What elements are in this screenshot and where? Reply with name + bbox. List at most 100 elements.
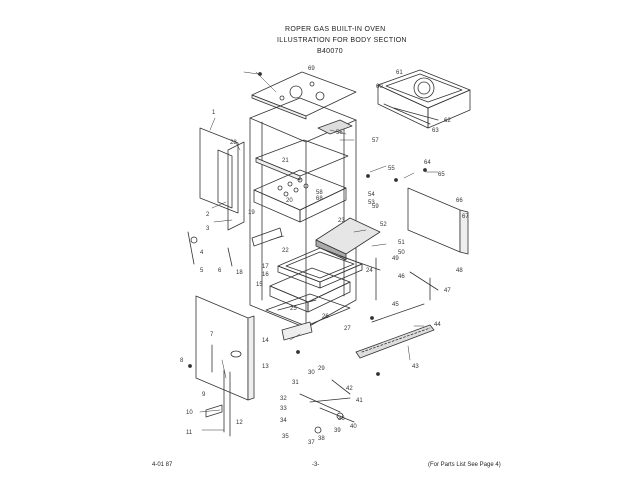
callout-57: 57 <box>372 138 379 144</box>
callout-37: 37 <box>308 440 315 446</box>
callout-13: 13 <box>262 364 269 370</box>
callout-27: 27 <box>344 326 351 332</box>
callout-53: 53 <box>368 200 375 206</box>
title-line-1: ROPER GAS BUILT-IN OVEN <box>285 26 386 33</box>
callout-3: 3 <box>206 226 210 232</box>
diagram-title: ROPER GAS BUILT-IN OVEN ILLUSTRATION FOR… <box>255 24 455 57</box>
callout-15: 15 <box>256 282 263 288</box>
oven-frame <box>249 97 357 329</box>
callout-8: 8 <box>180 358 184 364</box>
callout-65: 65 <box>438 172 445 178</box>
front-trim-rail <box>355 324 435 359</box>
callout-12: 12 <box>236 420 243 426</box>
lower-strip <box>251 227 283 247</box>
callout-40: 40 <box>350 424 357 430</box>
callout-30: 30 <box>308 370 315 376</box>
callout-26: 26 <box>322 314 329 320</box>
model-number: B40070 <box>317 48 343 55</box>
callout-29: 29 <box>318 366 325 372</box>
callout-48: 48 <box>456 268 463 274</box>
callout-64: 64 <box>424 160 431 166</box>
callout-34: 34 <box>280 418 287 424</box>
callout-33: 33 <box>280 406 287 412</box>
callout-18: 18 <box>236 270 243 276</box>
rail-bracket <box>281 321 313 341</box>
callout-68: 68 <box>316 196 323 202</box>
callout-63: 63 <box>432 128 439 134</box>
callout-16: 16 <box>262 272 269 278</box>
callout-47: 47 <box>444 288 451 294</box>
callout-59: 59 <box>372 204 379 210</box>
callout-56: 56 <box>336 130 343 136</box>
callout-55: 55 <box>388 166 395 172</box>
callout-50: 50 <box>398 250 405 256</box>
burner-box <box>253 169 347 223</box>
bottom-rail-frame <box>265 293 351 327</box>
left-frame-piece <box>227 141 245 231</box>
callout-51: 51 <box>398 240 405 246</box>
callout-22: 22 <box>282 248 289 254</box>
callout-67: 67 <box>462 214 469 220</box>
screw <box>227 247 233 267</box>
callout-31: 31 <box>292 380 299 386</box>
broiler-pan <box>269 267 351 313</box>
callout-60: 60 <box>376 84 383 90</box>
callout-35: 35 <box>282 434 289 440</box>
left-side-panel <box>199 127 239 214</box>
callout-24: 24 <box>366 268 373 274</box>
callout-19: 19 <box>248 210 255 216</box>
igniter <box>187 231 198 265</box>
callout-5: 5 <box>200 268 204 274</box>
callout-1: 1 <box>212 110 216 116</box>
callout-66: 66 <box>456 198 463 204</box>
valve-assembly <box>299 379 355 434</box>
vertical-bracket <box>205 369 231 437</box>
front-panel <box>195 295 255 401</box>
rod <box>409 271 439 301</box>
top-inner-panel <box>255 139 349 181</box>
top-panel <box>251 71 357 120</box>
callout-62: 62 <box>444 118 451 124</box>
callout-2: 2 <box>206 212 210 218</box>
callout-21: 21 <box>282 158 289 164</box>
callout-41: 41 <box>356 398 363 404</box>
callout-25: 25 <box>290 306 297 312</box>
right-side-panel <box>407 187 469 255</box>
callout-58: 58 <box>316 190 323 196</box>
callout-52: 52 <box>380 222 387 228</box>
callout-11: 11 <box>186 430 193 436</box>
leader-lines <box>199 71 439 431</box>
callout-6: 6 <box>218 268 222 274</box>
callout-36: 36 <box>338 416 345 422</box>
footer-date: 4-01 87 <box>152 462 173 468</box>
callout-39: 39 <box>334 428 341 434</box>
callout-46: 46 <box>398 274 405 280</box>
fasteners <box>188 72 427 376</box>
callout-49: 49 <box>392 256 399 262</box>
callout-69: 69 <box>308 66 315 72</box>
callout-61: 61 <box>396 70 403 76</box>
callout-14: 14 <box>262 338 269 344</box>
callout-7: 7 <box>210 332 214 338</box>
parts-list-reference: (For Parts List See Page 4) <box>428 462 501 468</box>
callout-38: 38 <box>318 436 325 442</box>
callout-20: 20 <box>286 198 293 204</box>
callout-labels: 1 2 3 4 5 6 7 8 9 10 11 12 13 14 15 16 1… <box>180 66 469 446</box>
callout-42: 42 <box>346 386 353 392</box>
callout-44: 44 <box>434 322 441 328</box>
page-number: -3- <box>312 462 320 468</box>
callout-23: 23 <box>338 218 345 224</box>
callout-10: 10 <box>186 410 193 416</box>
rack-supports <box>339 255 381 301</box>
callout-43: 43 <box>412 364 419 370</box>
broiler-grate <box>377 69 471 129</box>
title-line-2: ILLUSTRATION FOR BODY SECTION <box>277 37 407 44</box>
callout-45: 45 <box>392 302 399 308</box>
callout-54: 54 <box>368 192 375 198</box>
callout-4: 4 <box>200 250 204 256</box>
callout-17: 17 <box>262 264 269 270</box>
callout-9: 9 <box>202 392 206 398</box>
trim-rail <box>371 303 425 323</box>
callout-28: 28 <box>230 140 237 146</box>
